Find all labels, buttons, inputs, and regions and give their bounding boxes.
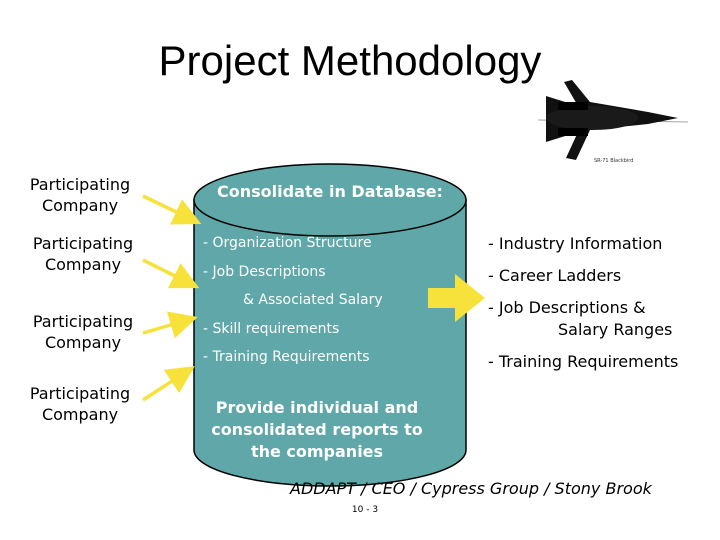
db-item-job-descriptions: - Job Descriptions [203, 264, 326, 280]
arrow-database-to-outputs [428, 274, 485, 322]
database-cylinder [193, 163, 467, 487]
db-item-training: - Training Requirements [203, 349, 370, 365]
credit-line: ADDAPT / CEO / Cypress Group / Stony Bro… [290, 479, 652, 498]
arrow-company-1 [142, 194, 202, 225]
participating-company-1: Participating Company [29, 175, 131, 215]
arrow-company-3 [142, 311, 198, 339]
participating-company-3: Participating Company [32, 312, 134, 352]
participating-company-2: Participating Company [32, 234, 134, 274]
db-item-organization: - Organization Structure [203, 235, 372, 251]
aircraft-caption: SR-71 Blackbird [594, 158, 633, 164]
participating-company-4: Participating Company [29, 384, 131, 424]
output-salary-ranges: Salary Ranges [558, 320, 673, 339]
db-item-associated-salary: & Associated Salary [243, 292, 383, 308]
output-career-ladders: - Career Ladders [488, 266, 622, 285]
page-number: 10 - 3 [351, 505, 379, 515]
sr71-aircraft-image: SR-71 Blackbird [537, 80, 689, 164]
database-footer: Provide individual and consolidated repo… [211, 398, 423, 461]
output-job-descriptions: - Job Descriptions & [488, 298, 646, 317]
arrow-company-4 [142, 366, 195, 402]
output-industry-information: - Industry Information [488, 234, 663, 253]
database-heading: Consolidate in Database: [217, 182, 443, 201]
db-item-skills: - Skill requirements [203, 321, 340, 337]
arrow-company-2 [142, 258, 200, 289]
output-training-requirements: - Training Requirements [488, 352, 679, 371]
slide-title: Project Methodology [158, 37, 542, 84]
